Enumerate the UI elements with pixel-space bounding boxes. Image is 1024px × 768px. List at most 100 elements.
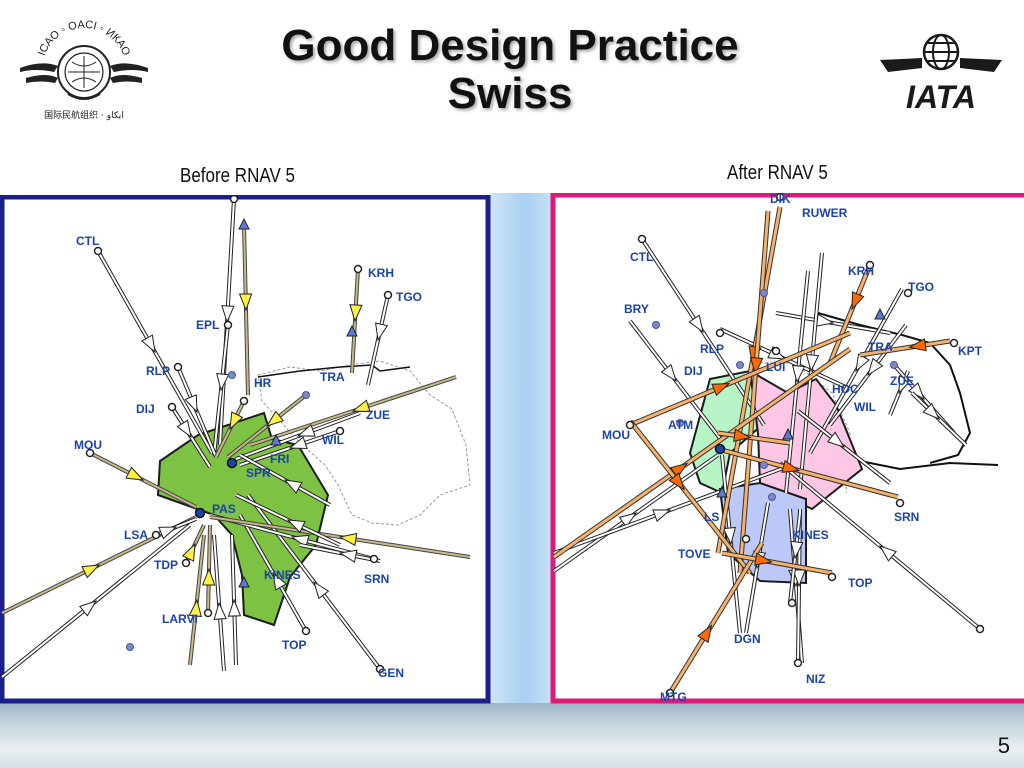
- route-arrow: [338, 532, 358, 547]
- waypoint-label: SRN: [894, 510, 919, 524]
- waypoint-label: KRH: [848, 264, 874, 278]
- navaid-dot: [760, 289, 768, 297]
- waypoint-marker: [151, 530, 161, 540]
- navaid-dot: [652, 321, 660, 329]
- navaid-dot: [302, 391, 310, 399]
- route-arrow: [158, 526, 178, 540]
- waypoint-marker: [167, 402, 177, 412]
- waypoint-label: TOP: [282, 638, 306, 652]
- hub-marker: [714, 443, 726, 455]
- route-arrow: [375, 322, 389, 342]
- before-points: [85, 194, 393, 674]
- waypoint-marker: [665, 688, 675, 698]
- before-country-border: [257, 360, 471, 526]
- waypoint-label: LARVI: [162, 612, 198, 626]
- route-arrow: [867, 357, 884, 377]
- route-arrow: [221, 305, 235, 324]
- route-arrow: [688, 314, 704, 334]
- route-arrow: [754, 552, 773, 566]
- before-caption: Before RNAV 5: [180, 165, 295, 187]
- route-line-fill: [717, 447, 899, 499]
- waypoint-label: MOU: [74, 438, 102, 452]
- waypoint-label: RLP: [700, 342, 724, 356]
- waypoint-label: TOVE: [678, 547, 710, 561]
- waypoint-marker: [203, 608, 213, 618]
- waypoint-label: SPR: [246, 466, 271, 480]
- waypoint-marker: [353, 264, 363, 274]
- route-line-fill: [629, 331, 851, 427]
- waypoint-label: KRH: [368, 266, 394, 280]
- route-arrow: [181, 542, 196, 562]
- waypoint-label: KINES: [792, 528, 829, 542]
- waypoint-marker: [787, 598, 797, 608]
- route-arrow: [351, 399, 371, 413]
- waypoint-label: TGO: [396, 290, 422, 304]
- waypoint-marker: [793, 658, 803, 668]
- waypoint-label: DIK: [770, 193, 791, 206]
- route-arrow: [272, 571, 288, 591]
- waypoint-marker: [369, 554, 379, 564]
- waypoint-marker: [375, 664, 385, 674]
- waypoint-label: ATM: [668, 418, 693, 432]
- waypoint-marker: [715, 328, 725, 338]
- waypoint-marker: [895, 498, 905, 508]
- hub-marker: [226, 457, 238, 469]
- route-arrow: [81, 564, 101, 579]
- before-border-line: [257, 364, 411, 378]
- waypoint-label: HOC: [832, 382, 859, 396]
- waypoint-marker: [335, 426, 345, 436]
- navaid-triangle: [270, 433, 282, 446]
- route-arrow: [227, 598, 242, 617]
- icao-emblem-icon: ICAO ◦ OACI ◦ ИКАО 国际民航组织 · ايكاو: [20, 19, 148, 121]
- waypoint-label: TDP: [154, 558, 178, 572]
- waypoint-label: TRA: [868, 340, 893, 354]
- route-line-fill: [628, 420, 752, 574]
- after-caption: After RNAV 5: [727, 162, 828, 184]
- after-routes: [552, 206, 982, 695]
- route-arrow: [78, 600, 98, 617]
- navaid-triangle: [238, 217, 250, 230]
- route-arrow: [265, 410, 285, 427]
- page-title: Good Design Practice Swiss: [210, 22, 810, 118]
- route-line-fill: [668, 542, 764, 694]
- waypoint-label: ZUE: [890, 374, 914, 388]
- route-arrow: [749, 356, 764, 376]
- waypoint-label: ZUE: [366, 408, 390, 422]
- iata-logo: IATA: [878, 30, 1004, 115]
- waypoint-marker: [239, 396, 249, 406]
- route-line-fill: [828, 264, 872, 364]
- waypoint-label: WIL: [854, 400, 876, 414]
- waypoint-label: NIZ: [806, 672, 825, 686]
- waypoint-label: HR: [254, 376, 272, 390]
- after-points: [625, 192, 985, 698]
- route-arrow: [349, 304, 363, 323]
- waypoint-label: MTG: [660, 690, 687, 704]
- route-line-fill: [717, 431, 791, 445]
- waypoint-marker: [827, 572, 837, 582]
- waypoint-label: KPT: [958, 344, 983, 358]
- route-arrow: [216, 372, 230, 392]
- route-arrow: [669, 462, 689, 479]
- iata-text: IATA: [906, 79, 976, 114]
- route-arrow: [338, 549, 358, 563]
- navaid-triangle: [238, 575, 250, 588]
- route-arrow: [618, 512, 638, 529]
- iata-globe-icon: [880, 33, 1002, 72]
- waypoint-label: EPL: [196, 318, 219, 332]
- route-line-fill: [721, 551, 833, 575]
- waypoint-marker: [975, 624, 985, 634]
- navaid-dot: [676, 419, 684, 427]
- route-arrow: [697, 624, 713, 644]
- hub-marker: [194, 507, 206, 519]
- waypoint-marker: [173, 362, 183, 372]
- route-arrow: [184, 394, 198, 414]
- route-arrow: [141, 334, 156, 354]
- route-arrow: [733, 428, 752, 442]
- route-arrow: [652, 509, 672, 523]
- route-arrow: [668, 472, 685, 491]
- route-arrow: [855, 353, 870, 373]
